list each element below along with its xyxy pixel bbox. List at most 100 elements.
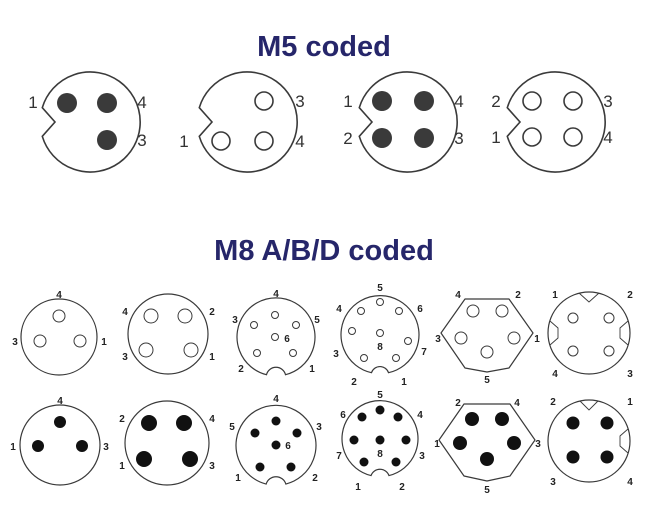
pin-label: 1 (10, 442, 16, 453)
pin (348, 327, 356, 335)
pin-label: 3 (122, 352, 128, 363)
connector-outline (41, 71, 141, 173)
connector-outline (440, 298, 534, 373)
pin-label: 3 (435, 334, 441, 345)
pin (211, 131, 231, 151)
connector-outline (547, 291, 631, 375)
m5-4pin-male: 1 4 2 3 (343, 71, 464, 173)
pin (250, 428, 260, 438)
pin-label: 3 (232, 315, 238, 326)
pin (567, 312, 579, 324)
pin (76, 440, 88, 452)
pin (271, 440, 281, 450)
pin-label: 3 (12, 337, 18, 348)
pin-label: 3 (137, 131, 146, 150)
pin (292, 321, 300, 329)
pin (480, 345, 494, 359)
pin-label: 8 (377, 449, 383, 460)
pin (603, 345, 615, 357)
coding-key (619, 428, 629, 454)
pin (480, 452, 494, 466)
pin (566, 450, 580, 464)
pin (357, 307, 365, 315)
pin (393, 412, 403, 422)
m5-3pin-female: 3 1 4 (179, 71, 305, 173)
pin (349, 435, 359, 445)
pin (414, 128, 434, 148)
pin-label: 1 (401, 377, 407, 388)
pin-label: 3 (295, 92, 304, 111)
pin-label: 3 (627, 369, 633, 380)
pin (566, 416, 580, 430)
pin (376, 329, 384, 337)
pin (454, 331, 468, 345)
pin-label: 4 (417, 410, 423, 421)
pin-label: 1 (552, 290, 558, 301)
pin-label: 2 (550, 397, 556, 408)
pin-label: 2 (238, 364, 244, 375)
pin-label: 1 (179, 132, 188, 151)
pin-label: 3 (209, 461, 215, 472)
pin (600, 416, 614, 430)
connector-outline (506, 71, 606, 173)
pin-label: 2 (209, 307, 215, 318)
pin-label: 4 (454, 92, 463, 111)
coding-key (578, 292, 600, 303)
pin-label: 4 (295, 132, 304, 151)
pin (176, 415, 192, 431)
pin-label: 3 (419, 451, 425, 462)
pin-label: 4 (455, 290, 461, 301)
pin-label: 3 (454, 129, 463, 148)
pin-label: 1 (491, 128, 500, 147)
pin-label: 1 (209, 352, 215, 363)
pin-label: 6 (417, 304, 423, 315)
pin (253, 349, 261, 357)
m8-6pin-female: 4 3 5 6 2 1 (232, 289, 320, 376)
m8-4pin-female: 4 2 3 1 (122, 293, 215, 375)
pin-label: 4 (552, 369, 558, 380)
pin-label: 7 (336, 451, 342, 462)
pin (495, 412, 509, 426)
pin (250, 321, 258, 329)
pin (286, 462, 296, 472)
coding-key (579, 400, 599, 411)
m8-4pin-d-coded-male: 2 1 3 4 (547, 397, 633, 488)
connector-outline (19, 404, 101, 486)
pin (359, 457, 369, 467)
pin (376, 298, 384, 306)
pin (453, 436, 467, 450)
pin-label: 2 (515, 290, 521, 301)
pin (466, 304, 480, 318)
pin-label: 1 (434, 439, 440, 450)
pin-label: 2 (455, 398, 461, 409)
pin (97, 130, 117, 150)
pin-label: 2 (351, 377, 357, 388)
pin-label: 4 (273, 289, 279, 300)
pin-label: 2 (491, 92, 500, 111)
pin-label: 3 (103, 442, 109, 453)
pin-label: 6 (285, 441, 291, 452)
pin-label: 1 (627, 397, 633, 408)
m8-3pin-female: 4 3 1 (12, 290, 107, 376)
pin-label: 5 (229, 422, 235, 433)
pin-label: 4 (336, 304, 342, 315)
m8-8pin-female: 5 4 6 3 8 7 2 1 (333, 283, 427, 388)
coding-key (549, 320, 559, 346)
pin-label: 7 (421, 347, 427, 358)
pin-label: 8 (377, 342, 383, 353)
pin (414, 91, 434, 111)
pin-label: 2 (343, 129, 352, 148)
pin (563, 127, 583, 147)
m8-6pin-male: 4 5 3 6 1 2 (229, 394, 322, 485)
connector-outline (127, 293, 209, 375)
pin (375, 405, 385, 415)
pin-label: 4 (603, 128, 612, 147)
pin-label: 4 (56, 290, 62, 301)
pin-label: 1 (101, 337, 107, 348)
pin-label: 2 (627, 290, 633, 301)
m5-4pin-female: 2 3 1 4 (491, 71, 613, 173)
pin-label: 1 (119, 461, 125, 472)
pin (52, 309, 66, 323)
pin-label: 5 (377, 283, 383, 294)
pin (357, 412, 367, 422)
